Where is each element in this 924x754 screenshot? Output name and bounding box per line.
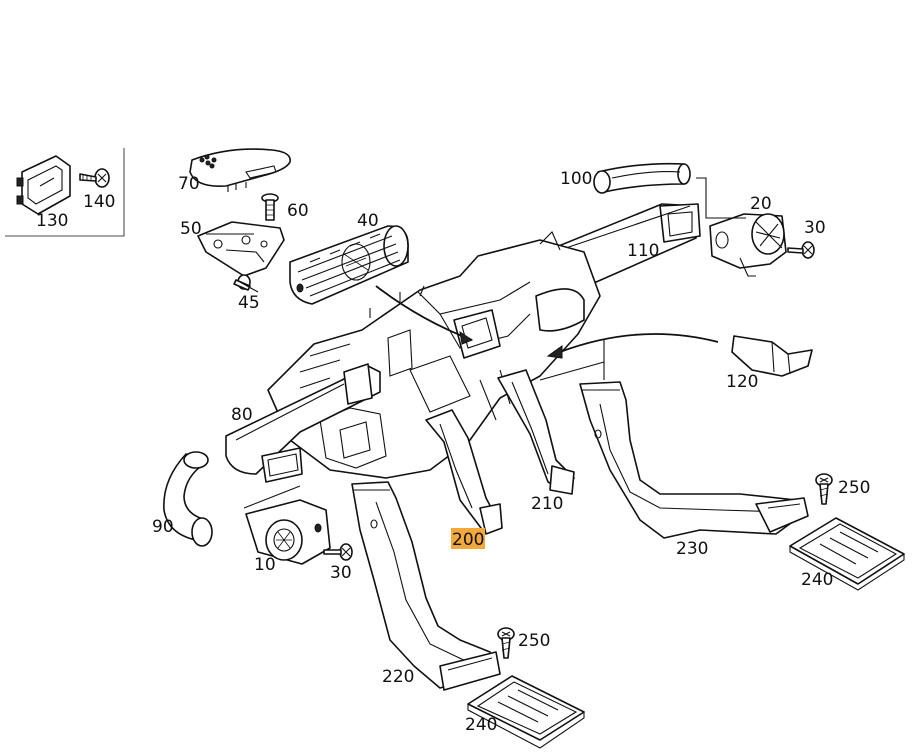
part-250-screw-left	[497, 627, 515, 659]
label-30-upper: 30	[804, 218, 826, 238]
part-40-outlet	[289, 225, 409, 305]
label-250-left: 250	[518, 631, 550, 651]
part-70-cover	[189, 148, 291, 192]
label-10: 10	[254, 555, 276, 575]
part-10-blower	[243, 485, 331, 565]
label-20: 20	[750, 194, 772, 214]
label-30-lower: 30	[330, 563, 352, 583]
label-220: 220	[382, 667, 414, 687]
label-120: 120	[726, 372, 758, 392]
part-240-grille-right	[789, 517, 905, 591]
part-200-duct	[425, 409, 503, 535]
label-50: 50	[180, 219, 202, 239]
label-130: 130	[36, 211, 68, 231]
part-45-screw	[233, 274, 259, 293]
inset-frame	[5, 148, 125, 237]
label-70: 70	[178, 174, 200, 194]
part-220-duct	[351, 481, 501, 691]
label-80: 80	[231, 405, 253, 425]
label-250-right: 250	[838, 478, 870, 498]
highlight-200	[451, 528, 485, 549]
part-60-screw	[261, 193, 279, 221]
part-100-hose	[593, 162, 691, 194]
label-140: 140	[83, 192, 115, 212]
label-40: 40	[357, 211, 379, 231]
label-230: 230	[676, 539, 708, 559]
label-240-right: 240	[801, 570, 833, 590]
label-60: 60	[287, 201, 309, 221]
part-30-screw-lower	[323, 543, 353, 561]
label-90: 90	[152, 517, 174, 537]
part-90-hose	[163, 451, 213, 547]
part-30-screw-upper	[787, 241, 815, 259]
part-20-blower	[696, 177, 787, 277]
part-140-screw	[79, 168, 110, 188]
label-200: 200	[452, 530, 484, 550]
label-100: 100	[560, 169, 592, 189]
part-240-grille-left	[467, 675, 585, 749]
label-110: 110	[627, 241, 659, 261]
part-120-duct	[731, 335, 813, 377]
part-250-screw-right	[815, 473, 833, 505]
label-240-left: 240	[465, 715, 497, 735]
part-50-bracket	[197, 221, 285, 277]
part-210-duct	[497, 369, 575, 495]
label-210: 210	[531, 494, 563, 514]
assembly-arrows	[375, 285, 719, 381]
label-45: 45	[238, 293, 260, 313]
part-230-duct	[579, 381, 809, 539]
part-130-bracket	[16, 155, 71, 215]
part-80-duct	[225, 363, 381, 483]
